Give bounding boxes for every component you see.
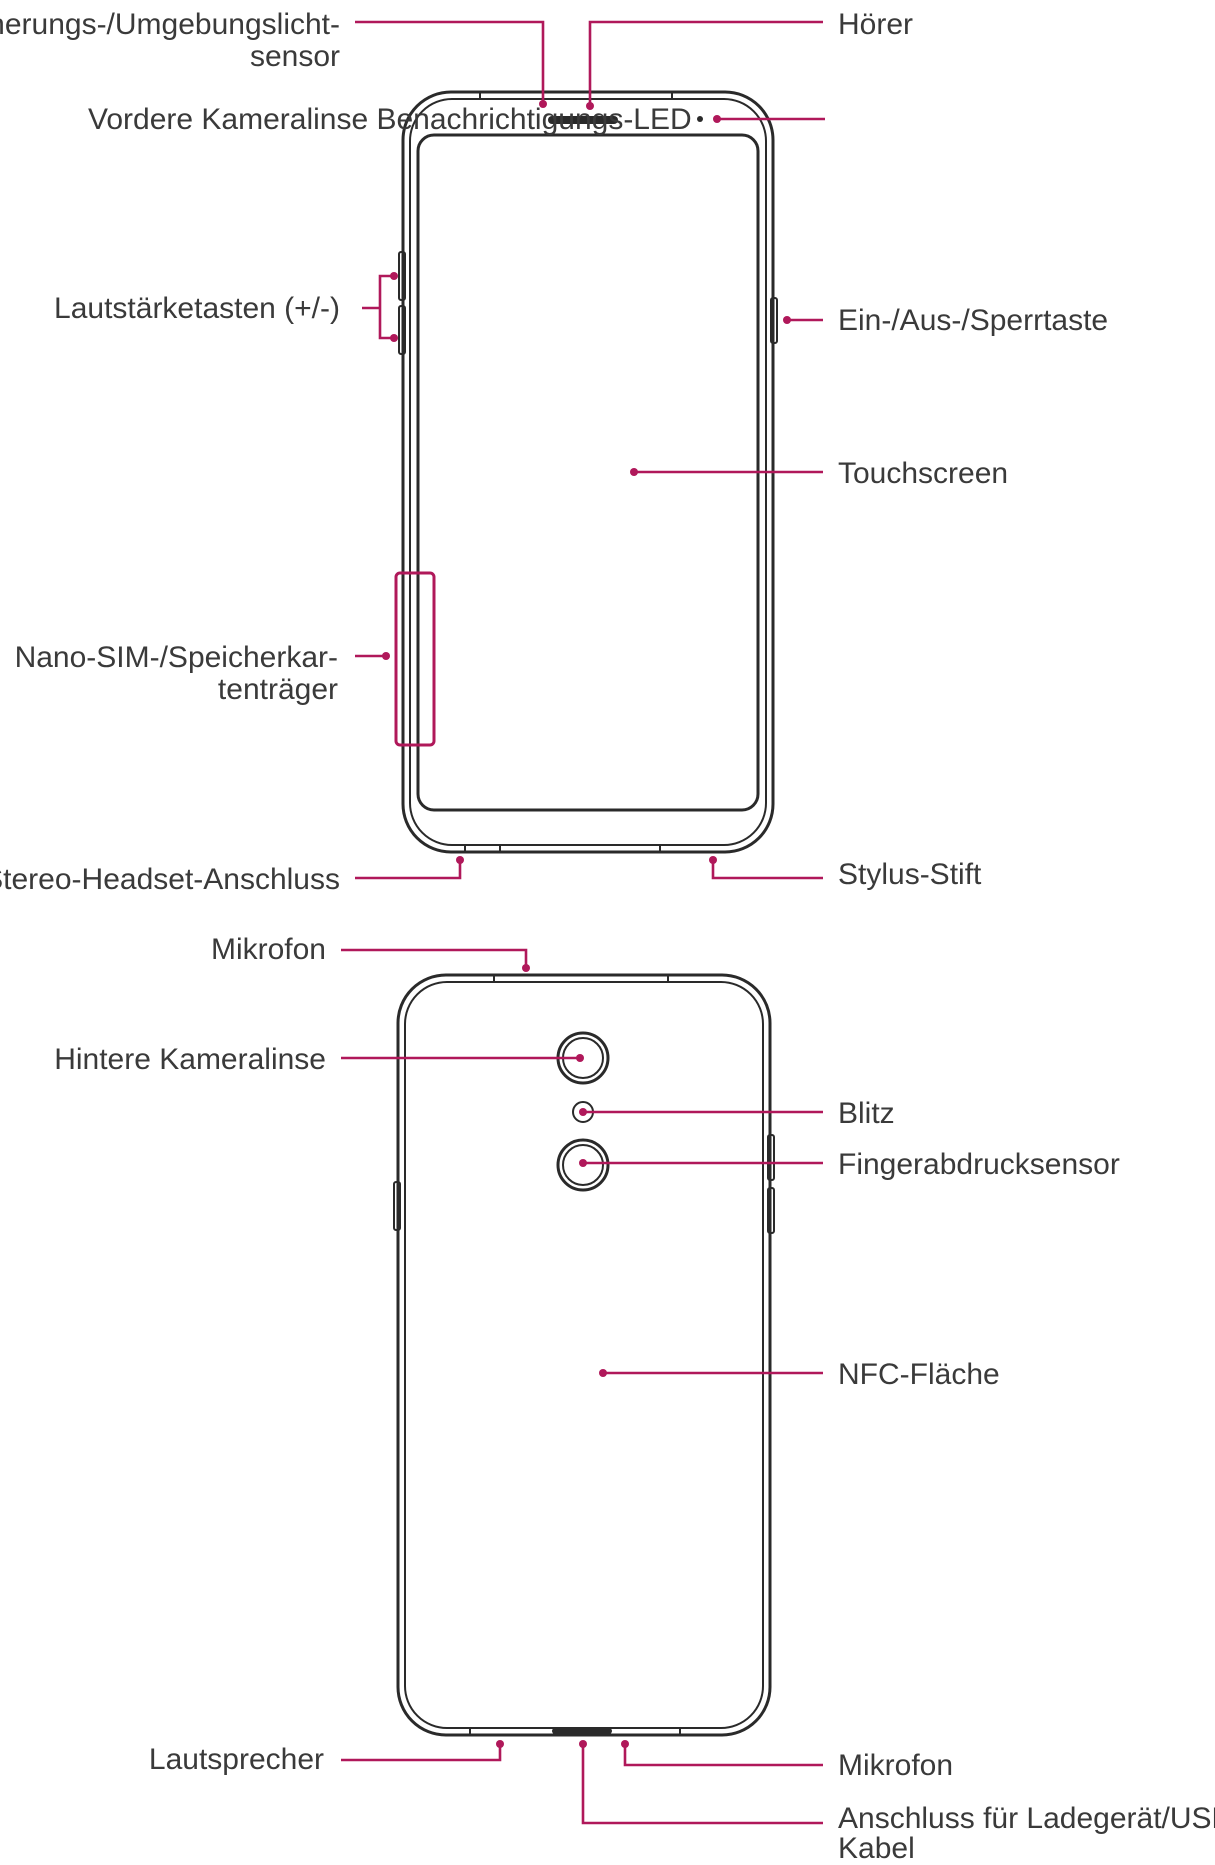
label-fingerprint: Fingerabdrucksensor (838, 1148, 1120, 1181)
leader-dot-volume-down (390, 334, 398, 342)
label-sim-tray-line2: tenträger (218, 673, 338, 706)
label-speaker: Lautsprecher (149, 1743, 324, 1776)
sim-tray (394, 571, 436, 747)
label-microphone-top: Mikrofon (211, 933, 326, 966)
earpiece-slot (548, 116, 618, 124)
leader-dot-sim (382, 652, 390, 660)
leader-dot-speaker (496, 1740, 504, 1748)
label-sim-tray-line1: Nano-SIM-/Speicherkar- (15, 641, 338, 674)
label-front-camera-notification: Vordere Kameralinse Benachrichtigungs-LE… (88, 103, 692, 136)
power-key (770, 297, 778, 344)
back-labels: Mikrofon Hintere Kameralinse Blitz Finge… (54, 933, 1215, 1865)
back-phone-inner-edge (404, 981, 764, 1729)
label-touchscreen: Touchscreen (838, 457, 1008, 490)
fingerprint-sensor (556, 1138, 610, 1192)
leader-dot-fingerprint (579, 1159, 587, 1167)
leader-charger-port (581, 1744, 823, 1825)
leader-volume-keys (378, 274, 394, 340)
fingerprint-sensor-inner (562, 1144, 604, 1186)
back-side-key-right-2 (767, 1187, 775, 1234)
label-charger-port-line2: Kabel (838, 1832, 915, 1865)
label-microphone-bottom: Mikrofon (838, 1749, 953, 1782)
leader-microphone-bottom (623, 1744, 823, 1767)
leader-dot-volume-up (390, 272, 398, 280)
label-headset-jack: Stereo-Headset-Anschluss (0, 863, 340, 896)
leader-dot-mic-bottom (621, 1740, 629, 1748)
leader-speaker (341, 1744, 502, 1762)
label-rear-camera: Hintere Kameralinse (54, 1043, 326, 1076)
leader-headset-jack (355, 860, 462, 880)
leader-dot-mic-top (522, 964, 530, 972)
back-side-key-right-1 (767, 1134, 775, 1181)
leader-dot-nfc (599, 1369, 607, 1377)
back-phone (393, 973, 775, 1737)
leader-dot-headset (456, 856, 464, 864)
leader-dot-proximity (539, 100, 547, 108)
leader-dot-earpiece (586, 102, 594, 110)
label-flash: Blitz (838, 1097, 895, 1130)
back-phone-body (396, 973, 772, 1737)
leader-microphone-top (341, 948, 528, 968)
leader-dot-touchscreen (630, 468, 638, 476)
volume-up-key (398, 251, 406, 301)
leader-dot-flash (579, 1108, 587, 1116)
leader-stylus (711, 860, 823, 880)
charger-port (552, 1728, 612, 1734)
leader-dot-stylus (709, 856, 717, 864)
leader-dot-camera (576, 1054, 584, 1062)
label-earpiece: Hörer (838, 8, 913, 41)
back-leader-lines (341, 948, 823, 1825)
leader-dot-power (783, 316, 791, 324)
label-nfc: NFC-Fläche (838, 1358, 1000, 1391)
label-proximity-sensor-line1: herungs-/Umgebungslicht- (0, 8, 340, 41)
label-volume-keys: Lautstärketasten (+/-) (54, 292, 340, 325)
leader-dot-charger (579, 1740, 587, 1748)
leader-earpiece (588, 20, 823, 106)
label-charger-port-line1: Anschluss für Ladegerät/USB- (838, 1802, 1215, 1835)
leader-proximity-sensor (355, 20, 545, 104)
front-labels: herungs-/Umgebungslicht- sensor Hörer Vo… (0, 8, 1108, 896)
volume-down-key (398, 305, 406, 355)
leader-dot-led (713, 115, 721, 123)
front-leader-lines (355, 20, 825, 880)
notification-led (697, 116, 703, 122)
label-proximity-sensor-line2: sensor (250, 40, 340, 73)
back-side-key-left (393, 1181, 401, 1231)
label-power-lock-key: Ein-/Aus-/Sperrtaste (838, 304, 1108, 337)
label-stylus: Stylus-Stift (838, 858, 982, 891)
